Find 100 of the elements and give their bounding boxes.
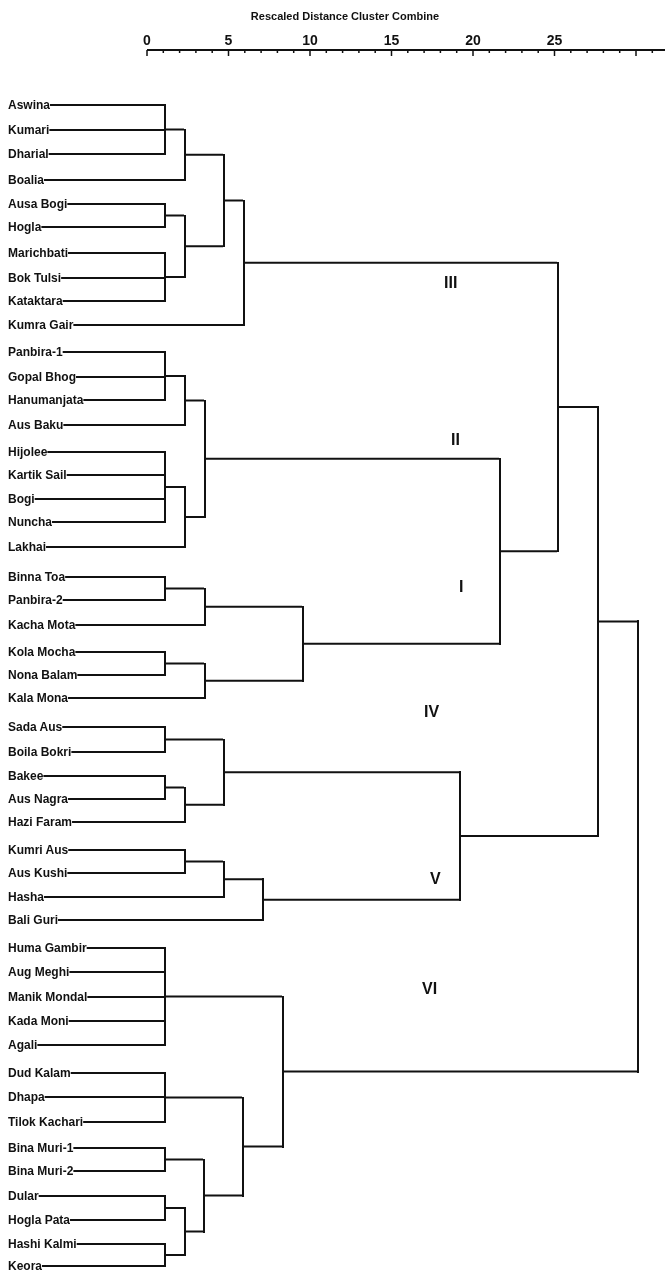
dendrogram-link bbox=[67, 798, 165, 800]
variety-label: Boila Bokri bbox=[8, 744, 72, 760]
variety-label: Dular bbox=[8, 1188, 39, 1204]
dendrogram-link bbox=[76, 674, 165, 676]
tick-label: 15 bbox=[382, 32, 401, 48]
dendrogram-link bbox=[558, 406, 598, 408]
variety-label: Kartik Sail bbox=[8, 467, 67, 483]
cluster-label: VI bbox=[422, 980, 438, 998]
dendrogram-link bbox=[165, 738, 224, 741]
dendrogram-link bbox=[43, 179, 185, 181]
cluster-label: I bbox=[459, 578, 464, 596]
dendrogram-link bbox=[86, 996, 165, 998]
variety-label: Aus Kushi bbox=[8, 865, 68, 881]
variety-label: Bakee bbox=[8, 768, 44, 784]
dendrogram-link bbox=[82, 1121, 165, 1123]
dendrogram-link bbox=[185, 803, 224, 806]
dendrogram-link bbox=[165, 1207, 185, 1209]
variety-label: Hasha bbox=[8, 889, 45, 905]
tick-label: 20 bbox=[464, 32, 482, 48]
variety-label: Marichbati bbox=[8, 245, 68, 261]
dendrogram-link bbox=[72, 1170, 165, 1172]
variety-label: Aus Nagra bbox=[8, 791, 69, 807]
dendrogram-link bbox=[48, 129, 165, 131]
cluster-label: III bbox=[444, 274, 458, 292]
dendrogram-link bbox=[165, 786, 185, 789]
dendrogram-link bbox=[165, 214, 185, 217]
dendrogram-link bbox=[33, 498, 165, 500]
dendrogram-link bbox=[165, 128, 185, 131]
variety-label: Bina Muri-2 bbox=[8, 1163, 74, 1179]
variety-label: Sada Aus bbox=[8, 719, 63, 735]
dendrogram-link bbox=[42, 775, 165, 777]
variety-label: Hogla Pata bbox=[8, 1212, 70, 1228]
tick-label: 0 bbox=[142, 32, 152, 48]
variety-label: Keora bbox=[8, 1258, 42, 1273]
dendrogram-link bbox=[500, 550, 558, 553]
variety-label: Kumri Aus bbox=[8, 842, 69, 858]
dendrogram-link bbox=[65, 474, 165, 476]
variety-label: Bok Tulsi bbox=[8, 270, 62, 286]
dendrogram-link bbox=[61, 351, 165, 353]
dendrogram-link bbox=[45, 546, 185, 548]
dendrogram-link bbox=[205, 605, 303, 608]
variety-label: Binna Toa bbox=[8, 569, 66, 585]
dendrogram-link bbox=[61, 599, 165, 601]
dendrogram-link bbox=[598, 620, 638, 623]
tick-label: 10 bbox=[301, 32, 319, 48]
dendrogram-link bbox=[36, 1044, 165, 1046]
dendrogram-link bbox=[57, 919, 263, 921]
dendrogram-link bbox=[185, 1230, 204, 1233]
dendrogram-link bbox=[68, 971, 165, 973]
dendrogram-link bbox=[41, 1265, 165, 1267]
variety-label: Hanumanjata bbox=[8, 392, 84, 408]
variety-label: Hazi Faram bbox=[8, 814, 73, 830]
dendrogram-link bbox=[67, 697, 205, 699]
axis-title: Rescaled Distance Cluster Combine bbox=[249, 10, 441, 22]
variety-label: Lakhai bbox=[8, 539, 46, 555]
dendrogram-link bbox=[165, 1096, 243, 1099]
dendrogram-link bbox=[165, 995, 283, 998]
dendrogram-link bbox=[185, 516, 205, 518]
variety-label: Kala Mona bbox=[8, 690, 68, 706]
dendrogram-link bbox=[67, 1020, 165, 1022]
dendrogram-link bbox=[283, 1070, 638, 1073]
dendrogram-link bbox=[71, 821, 185, 823]
dendrogram-link bbox=[243, 1145, 283, 1148]
tick-label: 5 bbox=[223, 32, 234, 48]
dendrogram-link bbox=[49, 104, 165, 106]
variety-label: Hashi Kalmi bbox=[8, 1236, 77, 1252]
dendrogram-link bbox=[70, 751, 165, 753]
variety-label: Dharial bbox=[8, 146, 49, 162]
variety-label: Bina Muri-1 bbox=[8, 1140, 74, 1156]
dendrogram-link bbox=[185, 153, 224, 156]
variety-label: Agali bbox=[8, 1037, 38, 1053]
dendrogram-link bbox=[82, 399, 165, 401]
variety-label: Kada Moni bbox=[8, 1013, 69, 1029]
dendrogram-link bbox=[224, 878, 263, 881]
dendrogram-link bbox=[37, 1195, 165, 1197]
dendrogram-link bbox=[67, 252, 165, 254]
dendrogram-link bbox=[64, 576, 165, 578]
variety-label: Bali Guri bbox=[8, 912, 58, 928]
variety-label: Boalia bbox=[8, 172, 44, 188]
dendrogram-link bbox=[303, 642, 500, 645]
dendrogram-link bbox=[74, 651, 165, 653]
dendrogram-link bbox=[165, 375, 185, 377]
cluster-label: II bbox=[451, 431, 460, 449]
variety-label: Nona Balam bbox=[8, 667, 78, 683]
dendrogram-link bbox=[224, 199, 244, 202]
dendrogram-link bbox=[244, 261, 558, 264]
variety-label: Nuncha bbox=[8, 514, 52, 530]
dendrogram-link bbox=[43, 1096, 165, 1098]
dendrogram-link bbox=[75, 1243, 165, 1245]
variety-label: Kumra Gair bbox=[8, 317, 74, 333]
dendrogram-link bbox=[74, 624, 205, 626]
dendrogram-link bbox=[62, 424, 185, 426]
dendrogram-link bbox=[46, 451, 165, 453]
dendrogram-link bbox=[165, 662, 205, 665]
variety-label: Dud Kalam bbox=[8, 1065, 71, 1081]
dendrogram-link bbox=[69, 1219, 165, 1221]
variety-label: Kola Mocha bbox=[8, 644, 76, 660]
dendrogram-link bbox=[185, 860, 224, 863]
tick-label: 25 bbox=[545, 32, 564, 48]
dendrogram-link bbox=[75, 376, 165, 378]
